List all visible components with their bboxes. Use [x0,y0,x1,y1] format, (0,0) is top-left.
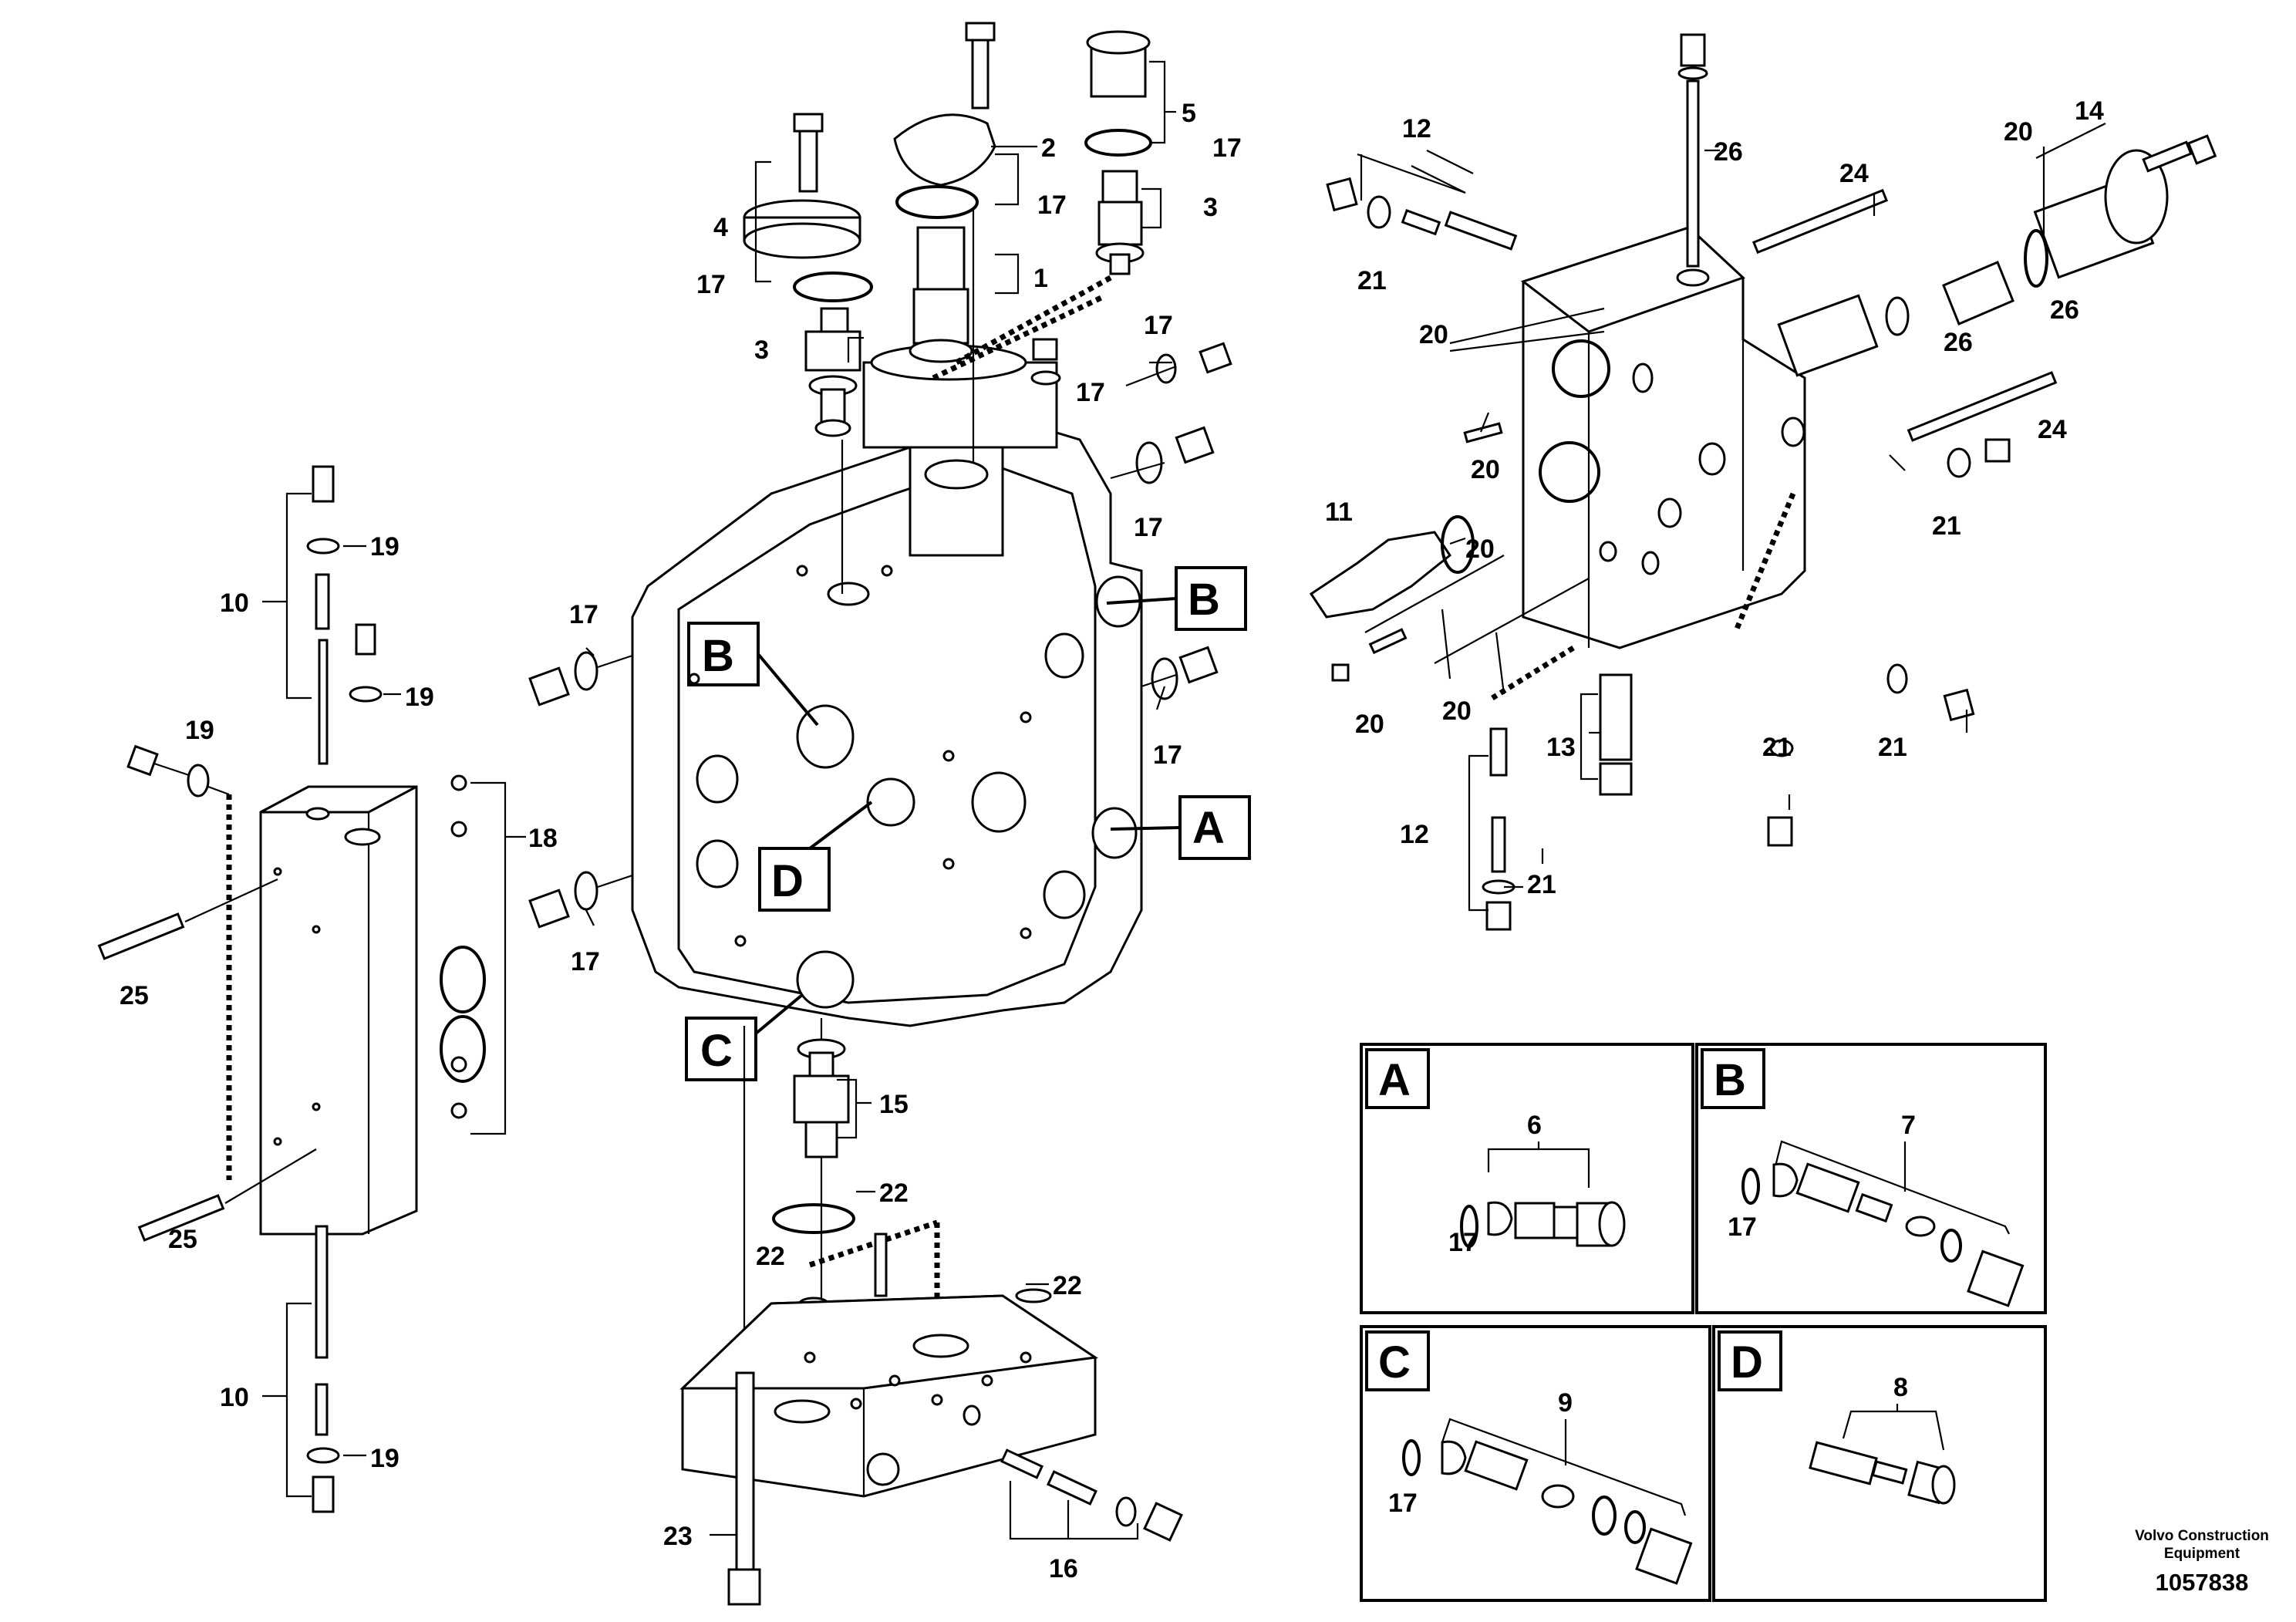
right-valve-block [1309,33,2217,931]
left-top-plug-stack [262,465,401,765]
left-bottom-plug-stack [262,1225,366,1513]
callout-10-bot: 10 [220,1383,249,1412]
callout-21-top: 21 [1357,266,1387,295]
detail-b-callout-17: 17 [1728,1212,1757,1242]
top-parts [743,22,1152,437]
callout-24-top: 24 [1839,159,1869,188]
detail-box-b: B 7 17 [1695,1043,2047,1314]
detail-d-label: D [1731,1337,1763,1388]
callout-12-bot: 12 [1400,820,1429,849]
detail-a-callout-6: 6 [1527,1111,1542,1140]
dashed-alignment-top [932,294,1104,381]
bottom-parts [679,1018,1183,1606]
view-label-b-left: B [702,631,734,681]
view-label-a: A [1192,803,1225,853]
callout-15: 15 [879,1090,909,1119]
callout-4: 4 [713,213,728,242]
callout-1: 1 [1033,264,1048,293]
callout-19-a: 19 [370,532,400,561]
detail-b-label: B [1714,1055,1746,1105]
callout-25-b: 25 [168,1225,197,1254]
detail-c-label: C [1378,1337,1411,1388]
callout-20-low2: 20 [1442,696,1472,726]
callout-16: 16 [1049,1554,1078,1583]
detail-b-callout-7: 7 [1901,1111,1916,1140]
callout-5: 5 [1182,99,1196,128]
callout-24-right: 24 [2038,415,2067,444]
drawing-credit: Volvo Construction Equipment 1057838 [2135,1528,2269,1596]
callout-20-low: 20 [1355,710,1384,739]
callout-numbers: 2 5 17 17 3 4 1 17 3 17 17 17 17 17 17 1… [120,96,2104,1583]
view-label-b-right: B [1188,575,1220,625]
callout-26-right: 26 [2050,295,2079,325]
callout-26-top: 26 [1714,137,1743,167]
credit-line-2: Equipment [2164,1546,2240,1562]
callout-21-low: 21 [1762,733,1792,762]
callout-14: 14 [2075,96,2104,126]
detail-box-a: A 6 17 [1360,1043,1694,1314]
callout-23: 23 [663,1522,693,1551]
drawing-number: 1057838 [2156,1569,2249,1596]
callout-17-left-mid: 17 [569,600,598,629]
callout-17-plug2: 17 [1134,513,1163,542]
view-labels: B B D C A [685,566,1251,1081]
detail-box-d: D 8 [1712,1325,2047,1602]
callout-21-bot: 21 [1527,870,1556,899]
callout-2: 2 [1041,133,1056,163]
callout-18: 18 [528,824,558,853]
detail-d-callout-8: 8 [1893,1373,1908,1402]
callout-17-plug-top: 17 [1076,378,1105,407]
callout-26-mid: 26 [1944,328,1973,357]
detail-a-label: A [1378,1055,1411,1105]
callout-19-b: 19 [405,683,434,712]
view-label-c: C [700,1026,733,1076]
callout-22-c: 22 [1053,1271,1082,1300]
callout-17-left: 17 [696,270,726,299]
leader-lines [585,60,2106,1536]
left-valve-block [207,774,526,1236]
callout-3-right: 3 [1203,193,1218,222]
center-side-plugs [528,338,1232,929]
callout-10-top: 10 [220,588,249,618]
callout-21-low2: 21 [1878,733,1907,762]
detail-c-callout-17: 17 [1388,1489,1418,1518]
callout-20-pin: 20 [1471,455,1500,484]
callout-25-a: 25 [120,981,149,1010]
detail-box-c: C 9 17 [1360,1325,1711,1602]
callout-17-cap: 17 [1037,191,1067,220]
callout-13: 13 [1546,733,1576,762]
callout-22-a: 22 [879,1179,909,1208]
left-screws [97,744,317,1242]
view-label-d: D [771,856,804,906]
callout-17-left-low: 17 [571,947,600,976]
callout-20-top: 20 [2004,117,2033,147]
callout-19-d: 19 [370,1444,400,1473]
detail-c-callout-9: 9 [1558,1388,1573,1418]
callout-22-b: 22 [756,1242,785,1271]
callout-17-right-mid: 17 [1153,740,1182,770]
callout-17-top: 17 [1212,133,1242,163]
credit-line-1: Volvo Construction [2135,1528,2269,1544]
callout-19-c: 19 [185,716,214,745]
callout-11: 11 [1325,497,1353,527]
callout-12-top: 12 [1402,114,1431,143]
callout-20-left: 20 [1419,320,1448,349]
callout-20-spring: 20 [1465,534,1495,564]
callout-21-right: 21 [1932,511,1961,541]
callout-17-plug1: 17 [1144,311,1173,340]
callout-3-left: 3 [754,336,769,365]
